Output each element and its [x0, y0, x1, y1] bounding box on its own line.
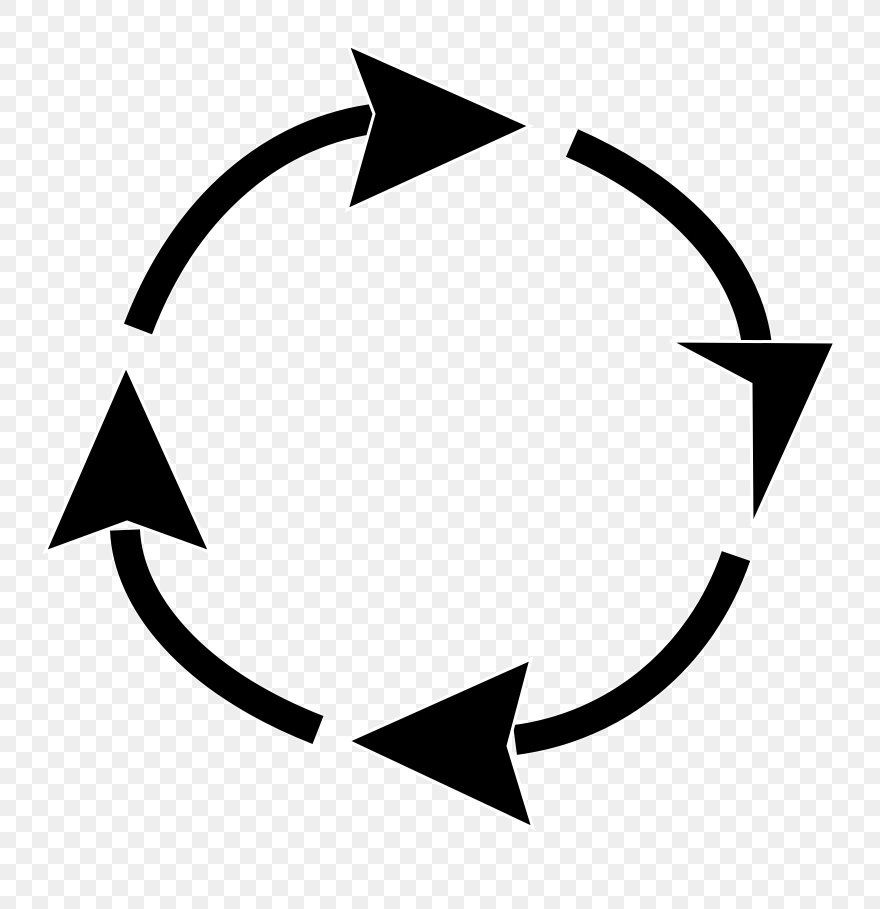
arrow-right: [565, 129, 838, 527]
arrow-bottom: [344, 550, 751, 831]
arrow-top: [123, 42, 534, 335]
arrow-left: [42, 362, 324, 744]
